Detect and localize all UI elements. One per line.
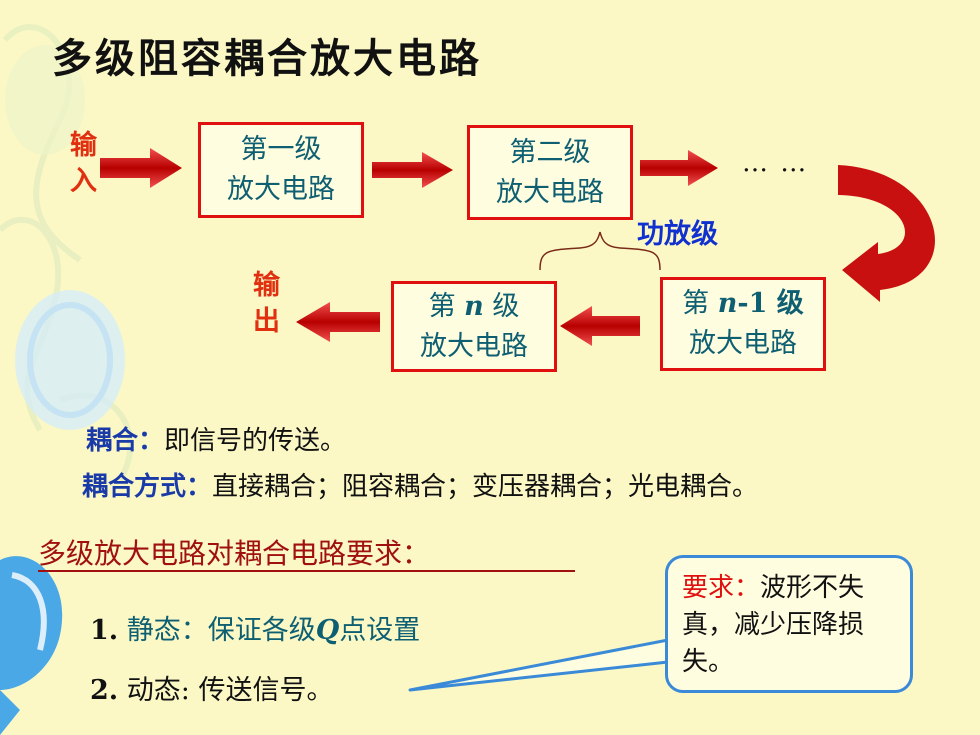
requirement-dynamic-number: 2.: [90, 675, 119, 706]
output-label-line2: 出: [253, 306, 280, 337]
callout-text: 波形不失真，减少压降损失。: [682, 573, 865, 677]
arrow-n-minus-1-to-n: [560, 306, 640, 346]
power-stage-label: 功放级: [637, 219, 718, 250]
page-title: 多级阻容耦合放大电路: [52, 35, 482, 82]
coupling-definition: 耦合：即信号的传送。: [86, 420, 346, 457]
requirement-dynamic-text: 动态: 传送信号。: [126, 675, 334, 706]
ellipsis-more-stages: … …: [742, 148, 809, 178]
stage2-subtitle: 放大电路: [496, 176, 604, 208]
stage1-title: 第一级: [240, 134, 322, 165]
requirement-static-text-end: 点设置: [339, 615, 421, 646]
coupling-methods-key: 耦合方式：: [82, 472, 213, 502]
requirement-dynamic: 2. 动态: 传送信号。: [90, 668, 333, 707]
coupling-methods: 耦合方式：直接耦合；阻容耦合；变压器耦合；光电耦合。: [82, 466, 758, 503]
requirement-static-q-symbol: Q: [315, 615, 340, 646]
deco-balloon-bottom: [0, 556, 63, 690]
stage1-subtitle: 放大电路: [227, 174, 335, 205]
input-label-line1: 输: [70, 130, 97, 161]
requirement-callout: 要求：波形不失真，减少压降损失。: [665, 555, 913, 693]
stage-n-minus-1-box: 第 n-1 级 放大电路: [660, 277, 826, 371]
requirement-static-number: 1.: [90, 615, 119, 646]
power-stage-brace: [539, 231, 661, 271]
requirement-static: 1. 静态：保证各级Q点设置: [90, 608, 420, 647]
stage-n-minus-1-subtitle: 放大电路: [689, 328, 797, 359]
stage-n-title: 第 n 级: [428, 290, 520, 322]
output-label-line1: 输: [253, 270, 280, 301]
stage-n-minus-1-title: 第 n-1 级: [682, 288, 804, 319]
input-label: 输 入: [70, 128, 97, 200]
arrow-curved-down: [838, 165, 935, 302]
stage2-box: 第二级 放大电路: [467, 125, 633, 220]
stage-n-subtitle: 放大电路: [420, 330, 528, 362]
stage-n-box: 第 n 级 放大电路: [391, 281, 557, 372]
requirement-static-text: 静态：保证各级: [126, 615, 316, 646]
coupling-definition-text: 即信号的传送。: [164, 426, 347, 456]
stage1-box: 第一级 放大电路: [198, 122, 364, 218]
stage2-title: 第二级: [509, 136, 591, 168]
callout-key: 要求：: [682, 573, 761, 603]
input-label-line2: 入: [70, 166, 97, 197]
callout-pointer: [408, 638, 669, 692]
arrow-stage2-to-more: [640, 150, 718, 186]
coupling-definition-key: 耦合：: [86, 426, 165, 456]
deco-balloon-top: [5, 45, 85, 155]
arrow-n-to-output: [296, 302, 380, 342]
requirements-heading: 多级放大电路对耦合电路要求：: [38, 537, 431, 570]
arrow-stage1-to-stage2: [372, 152, 453, 188]
output-label: 输 出: [253, 268, 280, 340]
coupling-methods-text: 直接耦合；阻容耦合；变压器耦合；光电耦合。: [212, 472, 759, 502]
arrow-input-to-stage1: [100, 148, 182, 188]
